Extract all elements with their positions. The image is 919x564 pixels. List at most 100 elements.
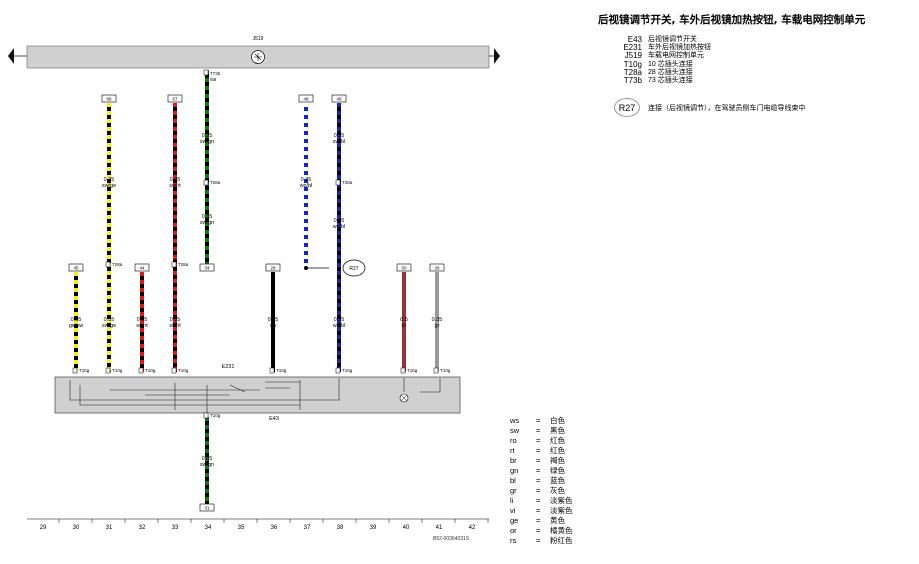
column-number: 30 bbox=[73, 525, 80, 531]
t10g-connector bbox=[171, 367, 177, 374]
wire-size-label: 0.35 bbox=[334, 218, 345, 224]
t10g-connector-label: T10g bbox=[178, 368, 189, 373]
pin-box bbox=[199, 503, 215, 512]
t10g-connector bbox=[269, 367, 275, 374]
wire-color-label: sw/gn bbox=[200, 139, 214, 145]
t10g-connector bbox=[138, 367, 144, 374]
legend-code: J519 bbox=[624, 51, 642, 61]
legend-item: T73b 73 芯插头连接 bbox=[612, 76, 711, 86]
pin-box bbox=[298, 94, 314, 103]
wire-size-label: 0.35 bbox=[104, 177, 115, 183]
pin-box-text: 48 bbox=[303, 96, 309, 101]
pin-box-text: 31 bbox=[204, 505, 210, 510]
splice-note-code: R27 bbox=[614, 98, 640, 117]
wire-size-label: 0.35 bbox=[170, 177, 181, 183]
wire-size-label: 0.35 bbox=[334, 317, 345, 323]
t28a-connector bbox=[105, 261, 111, 268]
wire-size-label: 0.35 bbox=[170, 317, 181, 323]
switch-internal-wiring bbox=[69, 378, 441, 416]
t10g-connector bbox=[105, 367, 111, 374]
wire-color-label: gr bbox=[435, 323, 440, 329]
splice-r27-label: R27 bbox=[349, 266, 358, 272]
column-number: 31 bbox=[106, 525, 113, 531]
heater-lamp-glyph bbox=[400, 394, 408, 402]
legend-desc: 10 芯插头连接 bbox=[648, 60, 693, 68]
wire-color-label: sw/bl bbox=[333, 139, 346, 145]
legend-desc: 73 芯插头连接 bbox=[648, 77, 693, 85]
column-number: 42 bbox=[469, 525, 476, 531]
t10g-connector bbox=[335, 367, 341, 374]
column-number: 32 bbox=[139, 525, 146, 531]
column-number: 36 bbox=[271, 525, 278, 531]
switch-module bbox=[54, 376, 461, 414]
control-unit-label: J519 bbox=[253, 36, 264, 42]
pin-box bbox=[101, 94, 117, 103]
pin-box-text: 49 bbox=[336, 96, 342, 101]
t10g-connector bbox=[203, 412, 209, 419]
t10g-connector-label: T10g bbox=[210, 413, 221, 418]
pin-box bbox=[265, 263, 281, 272]
t28a-connector-label: T28a bbox=[342, 180, 353, 185]
pin-box-text: 68 bbox=[106, 96, 112, 101]
wire-color-label: ws/bl bbox=[332, 224, 346, 230]
t28a-connector-label: T28a bbox=[112, 262, 123, 267]
ground-symbol-glyph bbox=[254, 53, 262, 61]
legend-code: T73b bbox=[623, 76, 642, 86]
diagram-title: 后视镜调节开关, 车外后视镜加热按钮, 车载电网控制单元 bbox=[598, 14, 866, 26]
column-number: 39 bbox=[370, 525, 377, 531]
wire-color-label: sw/gn bbox=[200, 462, 214, 468]
color-code-row: ro=红色 bbox=[510, 436, 565, 445]
pin-box bbox=[167, 94, 183, 103]
wire-color-label: ge/sw bbox=[69, 323, 83, 329]
pin-box bbox=[396, 263, 412, 272]
t10g-connector-label: T10g bbox=[407, 368, 418, 373]
wire-size-label: 0.35 bbox=[334, 133, 345, 139]
wire-color-label: sw/rt bbox=[136, 323, 148, 329]
wire-size-label: 0.35 bbox=[71, 317, 82, 323]
pin-box bbox=[429, 263, 445, 272]
pin-box bbox=[199, 263, 215, 272]
t28a-connector-label: T28a bbox=[178, 262, 189, 267]
wire-color-label: sw/rt bbox=[169, 323, 181, 329]
color-code-row: bl=蓝色 bbox=[510, 476, 565, 485]
wire-size-label: 0.35 bbox=[104, 317, 115, 323]
wire-size-label: 0.35 bbox=[202, 456, 213, 462]
wire-color-label: sw/ge bbox=[102, 323, 116, 329]
wire-size-label: 0.35 bbox=[202, 133, 213, 139]
pin-box bbox=[331, 94, 347, 103]
t10g-connector bbox=[400, 367, 406, 374]
legend-desc: 车载电网控制单元 bbox=[648, 52, 704, 60]
wire-color-label: ws/bl bbox=[332, 323, 346, 329]
color-code-row: ge=黄色 bbox=[510, 516, 565, 525]
legend-code: T10g bbox=[623, 59, 642, 69]
pin-box-text: 29 bbox=[270, 265, 276, 270]
color-code-row: gn=绿色 bbox=[510, 466, 565, 475]
top-connector-pin: /58 bbox=[210, 77, 217, 82]
switch-label-e43: E43 bbox=[269, 416, 279, 422]
t28a-connector bbox=[335, 179, 341, 186]
legend-code: T28a bbox=[623, 67, 642, 77]
legend-item: T10g 10 芯插头连接 bbox=[612, 59, 711, 69]
wire-color-label: br bbox=[402, 323, 407, 329]
t10g-connector-label: T10g bbox=[440, 368, 451, 373]
wire-color-label: ws/bl bbox=[299, 183, 313, 189]
pin-box-text: 34 bbox=[204, 265, 210, 270]
column-number: 33 bbox=[172, 525, 179, 531]
legend-desc: 后视镜调节开关 bbox=[648, 36, 697, 43]
color-code-legend: ws=白色 sw=黑色 ro=红色 rt=红色 br=褐色 gn=绿色 bl=蓝… bbox=[510, 416, 573, 546]
splice-note: R27 连接（后视镜调节），在驾驶员侧车门电缆导线束中 bbox=[614, 98, 806, 117]
t10g-connector bbox=[72, 367, 78, 374]
column-number: 35 bbox=[238, 525, 245, 531]
pin-box-text: 67 bbox=[172, 96, 178, 101]
t10g-connector-label: T10g bbox=[145, 368, 156, 373]
t10g-connector-label: T10g bbox=[342, 368, 353, 373]
pin-box bbox=[134, 263, 150, 272]
splice-dot bbox=[304, 266, 308, 270]
wire-color-label: sw/ge bbox=[102, 183, 116, 189]
